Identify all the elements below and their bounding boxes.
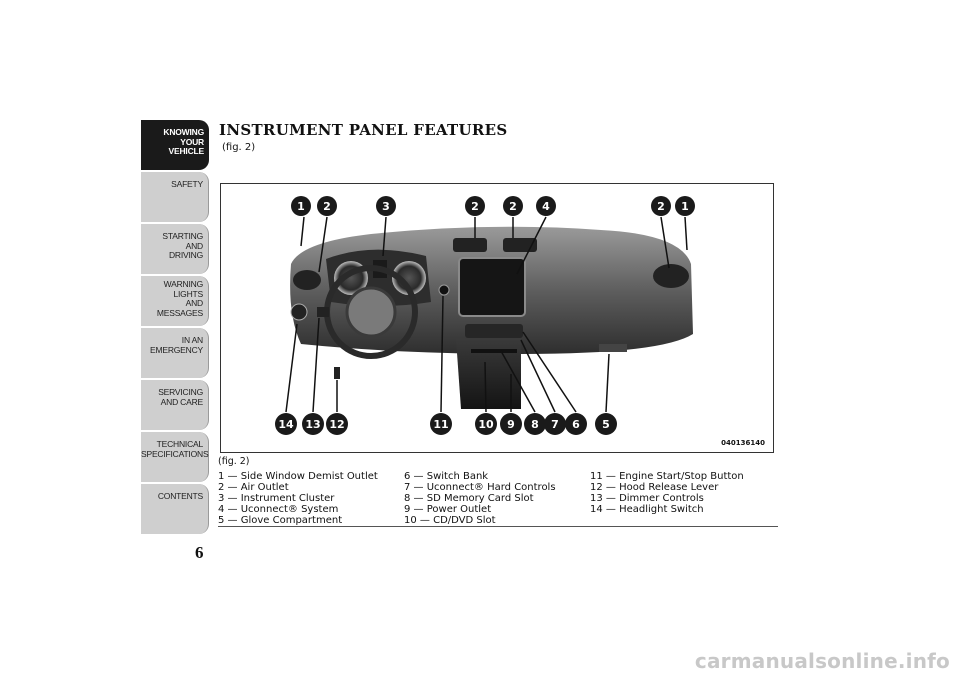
callout-label: 4 [542,200,550,213]
legend-column-2: 6 — Switch Bank 7 — Uconnect® Hard Contr… [404,471,590,526]
figure-reference: (fig. 2) [222,142,256,153]
legend-item: 1 — Side Window Demist Outlet [218,471,378,482]
dimmer-controls [317,307,329,317]
dashboard-figure: 1 2 3 2 2 4 2 1 14 13 12 11 10 9 8 7 6 5… [220,183,774,453]
callout-label: 6 [572,418,580,431]
left-side-vent [293,270,321,290]
legend-item: 4 — Uconnect® System [218,504,339,515]
callout-label: 3 [382,200,390,213]
tab-emergency[interactable]: IN AN EMERGENCY [141,328,209,378]
section-title: INSTRUMENT PANEL FEATURES [219,121,508,139]
legend-item: 13 — Dimmer Controls [590,493,704,504]
headlight-switch [290,303,308,321]
legend-item: 7 — Uconnect® Hard Controls [404,482,556,493]
callout-label: 12 [329,418,344,431]
page-number: 6 [195,543,204,562]
figure-caption: (fig. 2) [218,456,250,467]
glove-box-handle [599,344,627,352]
legend-item: 3 — Instrument Cluster [218,493,335,504]
watermark: carmanualsonline.info [694,649,950,673]
bottom-callouts: 14 13 12 11 10 9 8 7 6 5 [275,413,617,435]
tab-label: STARTING AND DRIVING [162,231,203,260]
callout-label: 2 [323,200,331,213]
legend-item: 8 — SD Memory Card Slot [404,493,534,504]
tab-label: WARNING LIGHTS AND MESSAGES [156,279,203,318]
figure-legend: 1 — Side Window Demist Outlet 2 — Air Ou… [218,471,778,526]
tab-safety[interactable]: SAFETY [141,172,209,222]
legend-column-3: 11 — Engine Start/Stop Button 12 — Hood … [590,471,776,526]
legend-item: 6 — Switch Bank [404,471,489,482]
tab-label: KNOWING YOUR VEHICLE [163,127,204,156]
touchscreen [458,257,526,317]
tab-servicing[interactable]: SERVICING AND CARE [141,380,209,430]
tab-label: SERVICING AND CARE [158,387,203,407]
cd-slot [471,349,517,353]
callout-label: 11 [433,418,448,431]
figure-image-id: 040136140 [721,439,765,447]
tab-technical-specifications[interactable]: TECHNICAL SPECIFICATIONS [141,432,209,482]
legend-item: 12 — Hood Release Lever [590,482,719,493]
legend-item: 10 — CD/DVD Slot [404,515,496,526]
chapter-tabs: KNOWING YOUR VEHICLE SAFETY STARTING AND… [141,120,209,536]
legend-item: 5 — Glove Compartment [218,515,343,526]
callout-label: 2 [509,200,517,213]
callout-label: 2 [471,200,479,213]
tab-label: IN AN EMERGENCY [150,335,203,355]
legend-item: 9 — Power Outlet [404,504,492,515]
legend-column-1: 1 — Side Window Demist Outlet 2 — Air Ou… [218,471,404,526]
callout-label: 2 [657,200,665,213]
callout-label: 1 [681,200,689,213]
leader-lines [285,216,688,413]
hard-controls [465,324,523,338]
right-side-vent [653,264,689,288]
legend-item: 2 — Air Outlet [218,482,289,493]
callout-label: 1 [297,200,305,213]
tab-label: SAFETY [171,179,203,189]
hood-lever [334,367,340,379]
tab-knowing-your-vehicle[interactable]: KNOWING YOUR VEHICLE [141,120,209,170]
callout-label: 14 [278,418,294,431]
start-button [438,284,450,296]
legend-item: 14 — Headlight Switch [590,504,704,515]
callout-label: 9 [507,418,515,431]
callout-label: 5 [602,418,610,431]
legend-item: 11 — Engine Start/Stop Button [590,471,744,482]
callout-label: 10 [478,418,494,431]
callout-label: 8 [531,418,539,431]
dashboard-illustration: 1 2 3 2 2 4 2 1 14 13 12 11 10 9 8 7 6 5 [275,196,695,435]
tab-contents[interactable]: CONTENTS [141,484,209,534]
center-vent-right [503,238,537,252]
tab-label: TECHNICAL SPECIFICATIONS [141,439,209,459]
center-vent-left [453,238,487,252]
top-callouts: 1 2 3 2 2 4 2 1 [291,196,695,216]
tab-starting-and-driving[interactable]: STARTING AND DRIVING [141,224,209,274]
steering-wheel-hub [345,286,397,338]
right-gauge [392,261,426,295]
divider [218,526,778,527]
callout-label: 7 [551,418,559,431]
tab-warning-lights[interactable]: WARNING LIGHTS AND MESSAGES [141,276,209,326]
tab-label: CONTENTS [157,491,203,501]
callout-label: 13 [305,418,320,431]
